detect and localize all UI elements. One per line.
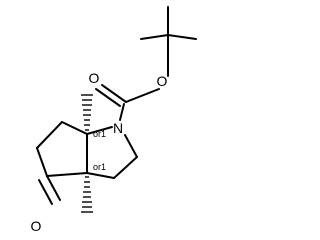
bond-n-ch2 (124, 134, 138, 158)
bond-c4-c3a (46, 172, 88, 177)
atom-label-carbonyl-oxygen: O (89, 70, 100, 86)
bond-c5-c4 (36, 147, 48, 177)
hashed-wedge-upper (81, 94, 93, 131)
molecule-diagram: O O N O or1 or1 (31, 6, 197, 234)
stereo-label-lower: or1 (93, 162, 106, 172)
stereo-label-upper: or1 (93, 129, 106, 139)
bond-carbonyl-double-a (101, 84, 127, 103)
atom-label-ester-oxygen: O (157, 73, 168, 89)
bond-ketone-double-b (38, 179, 53, 205)
bond-c6a-c6 (61, 121, 88, 135)
bond-c6a-n (86, 126, 113, 135)
bond-ch2-c3a (86, 172, 115, 179)
bond-carbonyl-double-b (95, 88, 121, 107)
bond-c6-c5 (36, 121, 63, 149)
atom-label-nitrogen: N (113, 120, 123, 136)
bond-o-ester-carbonyl-c (125, 88, 160, 103)
hashed-wedge-lower (81, 176, 93, 213)
bond-tbu-c-methyl-left (140, 34, 169, 40)
bond-ketone-double-a (46, 175, 61, 201)
bond-ch2-ch2 (113, 156, 138, 179)
atom-label-ketone-oxygen: O (31, 218, 42, 234)
bond-tbu-c-methyl-right (167, 34, 197, 40)
bond-carbonyl-c-n (119, 103, 125, 121)
